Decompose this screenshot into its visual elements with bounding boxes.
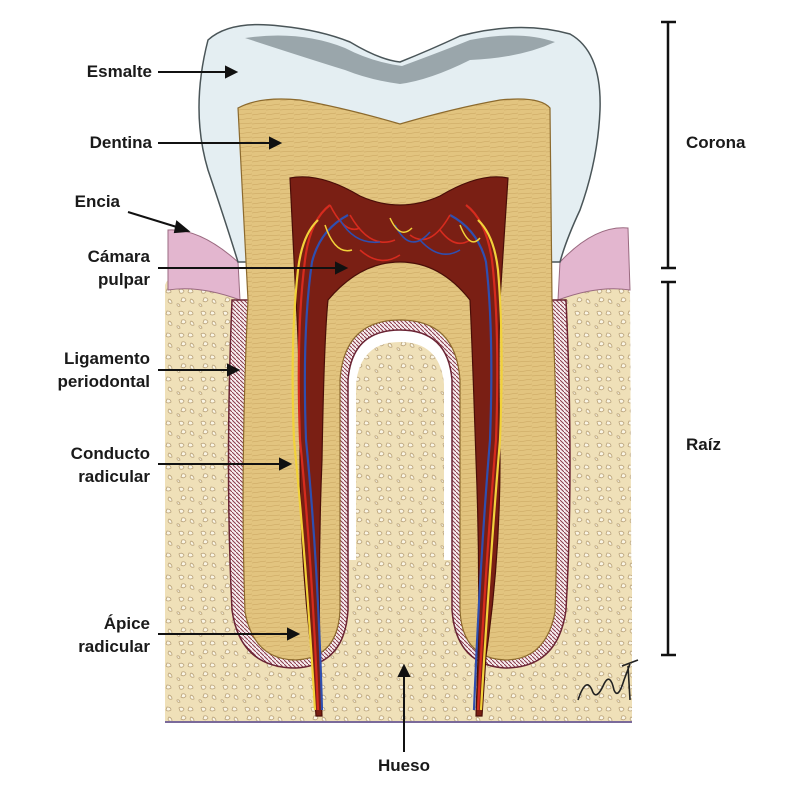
brackets <box>661 20 676 657</box>
gum-left <box>167 229 241 301</box>
gum-right <box>557 227 631 301</box>
interradicular-bone <box>356 342 444 610</box>
nerve-right <box>477 219 503 711</box>
bracket-raiz <box>661 280 676 657</box>
vessels <box>291 204 503 711</box>
label-camara-line1: Cámara <box>87 247 150 266</box>
label-dentina: Dentina <box>89 133 152 152</box>
branches-red <box>329 204 471 262</box>
vein-left <box>303 214 349 711</box>
label-camara-line2: pulpar <box>98 270 150 289</box>
nerve-left <box>291 219 319 711</box>
signature-mark <box>577 659 639 701</box>
label-encia: Encia <box>74 192 120 211</box>
label-corona: Corona <box>686 133 746 152</box>
label-apice: Ápice radicular <box>10 612 150 658</box>
label-arrows <box>127 65 411 752</box>
vein-right <box>449 214 493 711</box>
artery-left <box>297 204 331 711</box>
label-hueso: Hueso <box>378 756 430 775</box>
label-raiz: Raíz <box>686 435 721 454</box>
label-camara: Cámara pulpar <box>20 245 150 291</box>
branches-yellow <box>324 217 481 252</box>
enamel-top-shade <box>245 35 555 84</box>
arrow-encia <box>127 211 181 229</box>
label-apice-line1: Ápice <box>103 614 150 633</box>
label-apice-line2: radicular <box>78 637 150 656</box>
label-ligamento-line2: periodontal <box>57 372 150 391</box>
label-ligamento: Ligamento periodontal <box>10 347 150 393</box>
label-ligamento-line1: Ligamento <box>64 349 150 368</box>
label-conducto-line2: radicular <box>78 467 150 486</box>
label-conducto-line1: Conducto <box>70 444 150 463</box>
label-conducto: Conducto radicular <box>10 442 150 488</box>
label-esmalte: Esmalte <box>86 62 152 81</box>
artery-right <box>465 204 499 711</box>
bracket-corona <box>661 20 676 270</box>
